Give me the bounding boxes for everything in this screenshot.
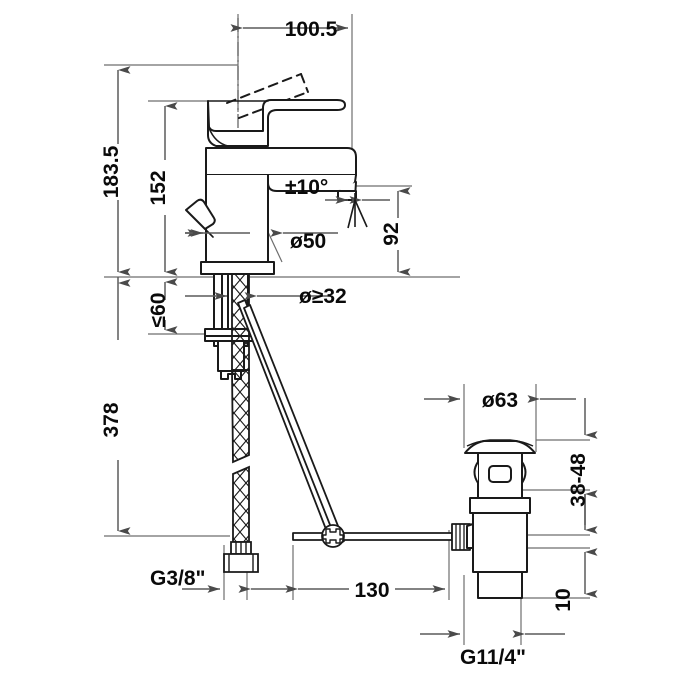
pop-up-lever — [185, 198, 216, 230]
waste-body-flange — [469, 497, 531, 514]
label-max-deck-thickness: ≤60 — [147, 293, 170, 328]
waste-tailpiece — [477, 571, 523, 599]
lever-handle — [207, 99, 346, 147]
label-waste-adjust-range: 38-48 — [567, 453, 590, 507]
label-waste-thread: G11/4" — [460, 646, 526, 669]
label-waste-flange-dia: ø63 — [482, 389, 518, 412]
label-supply-thread: G3/8" — [150, 567, 205, 590]
label-rod-length: 130 — [354, 579, 389, 602]
label-swivel-angle: ±10° — [285, 176, 328, 199]
hose-nut — [223, 553, 259, 573]
faucet-outline — [185, 73, 357, 380]
label-base-diameter: ø50 — [290, 230, 326, 253]
label-spout-reach: 100.5 — [285, 18, 338, 41]
label-hose-length: 378 — [100, 402, 123, 437]
waste-body — [472, 512, 528, 573]
aerator — [337, 190, 357, 201]
mixer-body-top — [205, 147, 357, 176]
pull-rod-linkage — [237, 299, 471, 551]
label-waste-tail: 10 — [552, 588, 575, 611]
waste-side-boss — [466, 523, 474, 549]
label-overall-height: 183.5 — [100, 145, 123, 198]
base-flange — [200, 261, 275, 275]
dimension-lines — [117, 24, 598, 638]
label-hole-diameter: ø≥32 — [299, 285, 347, 308]
dimension-labels: 100.5 183.5 152 92 ±10° ø50 ø≥32 ≤60 378… — [100, 18, 590, 669]
label-spout-height: 92 — [380, 222, 403, 245]
label-handle-height: 152 — [147, 170, 170, 205]
waste-assembly — [464, 439, 536, 599]
overflow-slot — [488, 465, 512, 483]
